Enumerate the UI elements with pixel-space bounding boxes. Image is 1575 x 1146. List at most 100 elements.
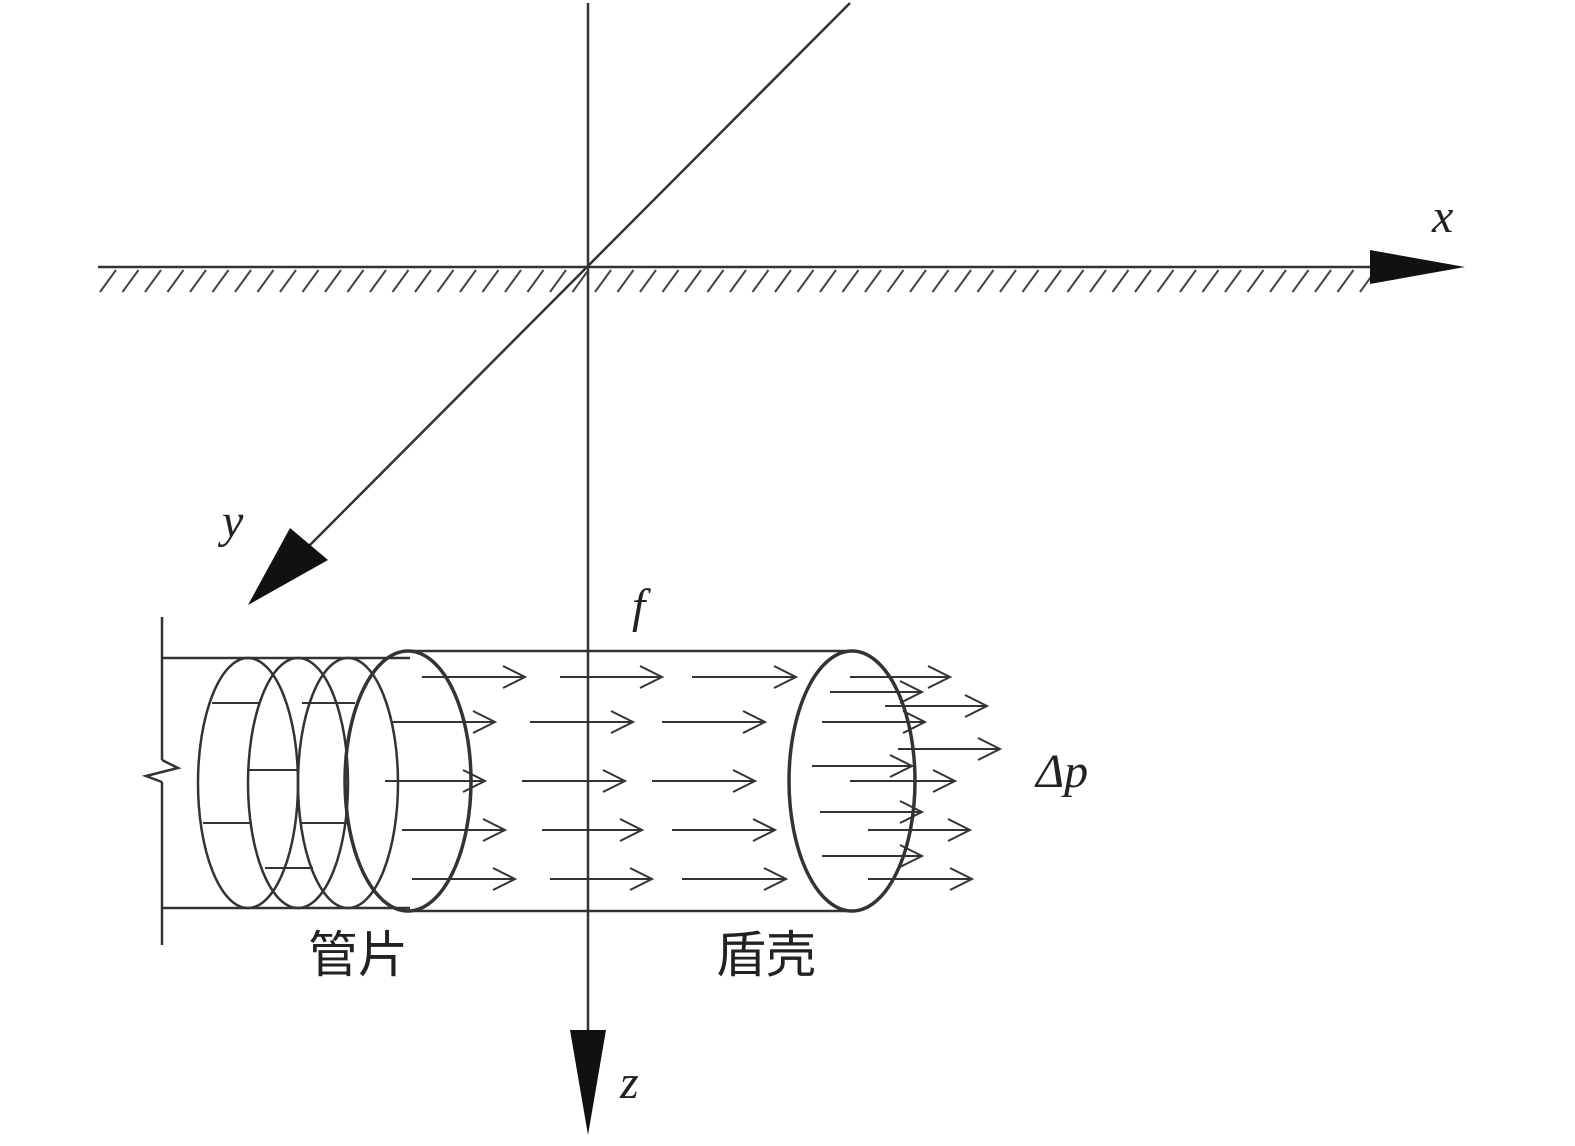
hatch-mark bbox=[841, 269, 860, 293]
hatch-mark bbox=[459, 269, 477, 293]
hatch-mark bbox=[1201, 269, 1220, 293]
hatch-mark bbox=[256, 269, 275, 293]
hatch-mark bbox=[1179, 269, 1197, 293]
force-arrow bbox=[412, 867, 518, 891]
segment-label: 管片 bbox=[308, 926, 408, 984]
hatch-mark bbox=[189, 269, 207, 293]
ground-surface-hatch bbox=[99, 269, 1377, 293]
force-arrow bbox=[898, 737, 1003, 761]
force-arrow bbox=[542, 818, 645, 842]
hatch-mark bbox=[1156, 269, 1175, 293]
hatch-mark bbox=[1044, 269, 1062, 293]
hatch-mark bbox=[1336, 269, 1355, 293]
force-arrow bbox=[385, 769, 488, 793]
hatch-mark bbox=[976, 269, 995, 293]
force-arrow bbox=[662, 710, 768, 734]
force-arrow bbox=[422, 665, 528, 689]
hatch-mark bbox=[751, 269, 770, 293]
tunnel-cylinder bbox=[141, 617, 917, 945]
hatch-mark bbox=[729, 269, 747, 293]
hatch-mark bbox=[436, 269, 455, 293]
segment-ring bbox=[296, 656, 400, 910]
y-axis bbox=[299, 2, 851, 556]
force-arrow bbox=[652, 769, 758, 793]
hatch-mark bbox=[684, 269, 702, 293]
segment-joints bbox=[203, 702, 355, 869]
x-axis-arrowhead bbox=[1370, 250, 1465, 284]
hatch-mark bbox=[886, 269, 905, 293]
hatch-mark bbox=[616, 269, 635, 293]
hatch-mark bbox=[1134, 269, 1152, 293]
z-axis-label: z bbox=[619, 1056, 639, 1109]
hatch-mark bbox=[391, 269, 410, 293]
force-arrow bbox=[550, 867, 655, 891]
force-arrow bbox=[560, 665, 665, 689]
hatch-mark bbox=[661, 269, 680, 293]
force-arrow bbox=[812, 754, 915, 778]
hatch-mark bbox=[414, 269, 432, 293]
hatch-mark bbox=[144, 269, 162, 293]
hatch-mark bbox=[324, 269, 342, 293]
hatch-mark bbox=[1021, 269, 1040, 293]
hatch-mark bbox=[234, 269, 252, 293]
hatch-mark bbox=[1269, 269, 1287, 293]
force-arrow bbox=[850, 769, 958, 793]
pressure-label: Δp bbox=[1034, 745, 1088, 798]
segment-ring bbox=[246, 656, 350, 910]
hatch-mark bbox=[931, 269, 950, 293]
hatch-mark bbox=[211, 269, 230, 293]
hatch-mark bbox=[999, 269, 1017, 293]
hatch-mark bbox=[774, 269, 792, 293]
force-arrow bbox=[820, 800, 925, 824]
shield-label: 盾壳 bbox=[716, 926, 816, 984]
force-arrow bbox=[682, 867, 789, 891]
hatch-mark bbox=[301, 269, 320, 293]
force-arrow bbox=[868, 818, 973, 842]
hatch-mark bbox=[166, 269, 185, 293]
x-axis-label: x bbox=[1431, 190, 1453, 243]
force-arrow bbox=[885, 694, 990, 718]
hatch-mark bbox=[504, 269, 522, 293]
friction-label: f bbox=[632, 580, 651, 633]
hatch-mark bbox=[954, 269, 972, 293]
force-arrow bbox=[868, 867, 975, 891]
hatch-mark bbox=[1291, 269, 1310, 293]
hatch-mark bbox=[796, 269, 815, 293]
force-arrow bbox=[822, 844, 925, 868]
hatch-mark bbox=[639, 269, 657, 293]
force-arrow bbox=[392, 710, 498, 734]
force-arrow bbox=[692, 665, 799, 689]
hatch-mark bbox=[571, 269, 590, 293]
force-arrows bbox=[385, 665, 1003, 891]
hatch-mark bbox=[99, 269, 117, 293]
break-mark bbox=[141, 758, 182, 784]
hatch-mark bbox=[1066, 269, 1085, 293]
hatch-mark bbox=[909, 269, 927, 293]
hatch-mark bbox=[1246, 269, 1265, 293]
force-arrow bbox=[522, 769, 628, 793]
hatch-mark bbox=[1089, 269, 1107, 293]
hatch-mark bbox=[121, 269, 140, 293]
hatch-mark bbox=[549, 269, 567, 293]
force-arrow bbox=[830, 680, 925, 704]
force-arrow bbox=[822, 710, 928, 734]
hatch-mark bbox=[1111, 269, 1130, 293]
z-axis-arrowhead bbox=[570, 1030, 606, 1135]
hatch-mark bbox=[1224, 269, 1242, 293]
hatch-mark bbox=[819, 269, 837, 293]
hatch-mark bbox=[346, 269, 365, 293]
force-arrow bbox=[530, 710, 636, 734]
hatch-mark bbox=[369, 269, 387, 293]
y-axis-arrowhead bbox=[248, 528, 328, 605]
hatch-mark bbox=[864, 269, 882, 293]
hatch-mark bbox=[279, 269, 297, 293]
hatch-mark bbox=[526, 269, 545, 293]
hatch-mark bbox=[594, 269, 612, 293]
force-arrow bbox=[402, 818, 508, 842]
hatch-mark bbox=[706, 269, 725, 293]
force-arrow bbox=[672, 818, 778, 842]
hatch-mark bbox=[1314, 269, 1332, 293]
hatch-mark bbox=[481, 269, 500, 293]
